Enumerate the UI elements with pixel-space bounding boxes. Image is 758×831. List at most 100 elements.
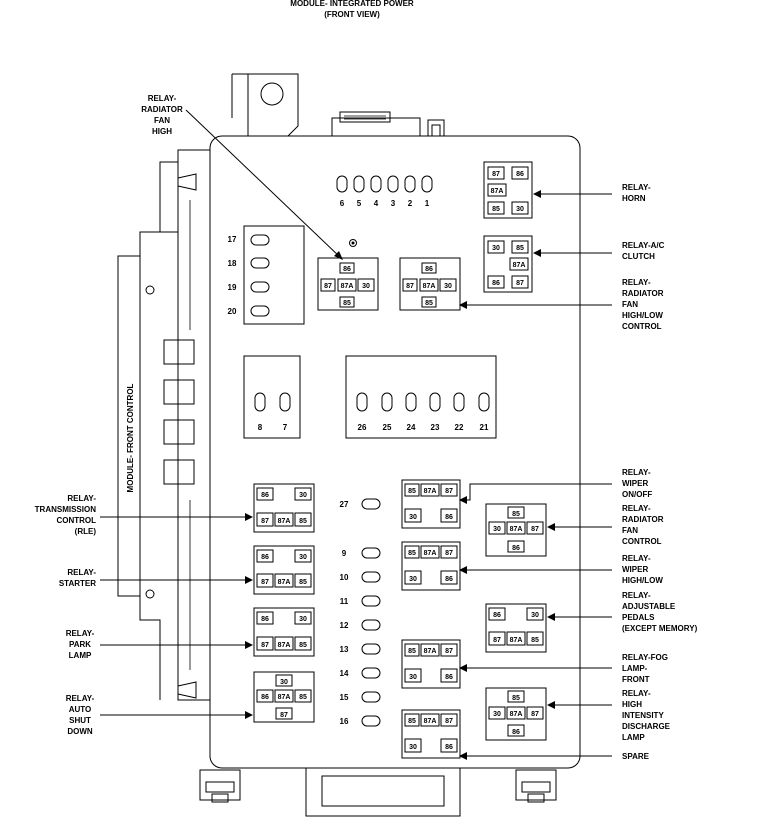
svg-text:CONTROL: CONTROL <box>622 537 662 546</box>
fuse-num-24: 24 <box>407 423 416 432</box>
pin-30: 30 <box>299 554 307 561</box>
pin-85: 85 <box>516 245 524 252</box>
pin-86: 86 <box>516 171 524 178</box>
arrow-hid-lamp <box>547 701 555 709</box>
pin-85: 85 <box>531 637 539 644</box>
relay-radiator-fan-control-box <box>485 503 547 557</box>
svg-text:HIGH: HIGH <box>152 127 172 136</box>
relay-wiper-high-low-box <box>401 541 461 591</box>
pin-86: 86 <box>261 554 269 561</box>
leader-radiator-fan-high <box>185 109 342 259</box>
arrow-transmission <box>245 513 253 521</box>
fuse-num-8: 8 <box>258 423 263 432</box>
fuse-num-5: 5 <box>357 199 362 208</box>
arrow-adjustable-pedals <box>547 613 555 621</box>
svg-text:SHUT: SHUT <box>69 716 91 725</box>
arrow-spare <box>459 752 467 760</box>
svg-text:HORN: HORN <box>622 194 646 203</box>
fuse-num-7: 7 <box>283 423 288 432</box>
fuse-num-23: 23 <box>431 423 440 432</box>
pin-87: 87 <box>445 718 453 725</box>
top-fuse-row <box>336 175 433 193</box>
front-control-module-side <box>117 149 210 701</box>
fuse-num-6: 6 <box>340 199 345 208</box>
label-relay-wiper-on-off: RELAY- WIPER ON/OFF <box>622 468 652 499</box>
label-relay-radiator-fan-high: RELAY- RADIATOR FAN HIGH <box>141 94 183 136</box>
relay-fog-lamp-box <box>401 639 461 689</box>
pin-87a: 87A <box>510 711 523 718</box>
arrow-radiator-fan-control <box>547 523 555 531</box>
svg-text:PEDALS: PEDALS <box>622 613 655 622</box>
fuse-num-25: 25 <box>383 423 392 432</box>
pin-87a: 87A <box>278 642 291 649</box>
label-relay-wiper-high-low: RELAY- WIPER HIGH/LOW <box>622 554 663 585</box>
pin-87a: 87A <box>510 637 523 644</box>
pin-85: 85 <box>408 648 416 655</box>
pin-86: 86 <box>512 545 520 552</box>
svg-text:RADIATOR: RADIATOR <box>622 515 664 524</box>
diagram-title-line2: (FRONT VIEW) <box>324 10 380 19</box>
svg-text:LAMP-: LAMP- <box>622 664 648 673</box>
mid-small-fuse-block <box>243 355 301 439</box>
svg-text:FAN: FAN <box>622 300 638 309</box>
svg-text:(EXCEPT MEMORY): (EXCEPT MEMORY) <box>622 624 698 633</box>
pin-87a: 87A <box>278 518 291 525</box>
fuse-num-2: 2 <box>408 199 413 208</box>
arrow-starter <box>245 576 253 584</box>
pin-85: 85 <box>343 300 351 307</box>
svg-text:SPARE: SPARE <box>622 752 650 761</box>
fuse-num-19: 19 <box>228 283 237 292</box>
pin-87: 87 <box>445 488 453 495</box>
pin-85: 85 <box>408 550 416 557</box>
svg-text:DISCHARGE: DISCHARGE <box>622 722 671 731</box>
label-relay-fog-lamp-front: RELAY-FOG LAMP- FRONT <box>622 653 668 684</box>
pin-30: 30 <box>299 616 307 623</box>
svg-text:ADJUSTABLE: ADJUSTABLE <box>622 602 676 611</box>
pin-87: 87 <box>261 518 269 525</box>
pin-87: 87 <box>324 283 332 290</box>
pin-87a: 87A <box>510 526 523 533</box>
pin-85: 85 <box>299 579 307 586</box>
fuse-num-26: 26 <box>358 423 367 432</box>
top-mount-tab <box>231 73 299 137</box>
pin-85: 85 <box>512 511 520 518</box>
pin-86: 86 <box>445 674 453 681</box>
pin-87: 87 <box>493 637 501 644</box>
relay-transmission-box <box>253 483 315 533</box>
pin-85: 85 <box>512 695 520 702</box>
svg-text:RELAY-: RELAY- <box>66 694 95 703</box>
pin-87: 87 <box>261 642 269 649</box>
pin-30: 30 <box>493 711 501 718</box>
mid-fuses <box>356 392 490 412</box>
pin-30: 30 <box>516 206 524 213</box>
label-relay-adjustable-pedals: RELAY- ADJUSTABLE PEDALS (EXCEPT MEMORY) <box>622 591 698 633</box>
arrow-radiator-fan-high-low <box>459 301 467 309</box>
label-relay-ac-clutch: RELAY-A/C CLUTCH <box>622 241 665 261</box>
pin-30: 30 <box>531 612 539 619</box>
pin-30: 30 <box>409 576 417 583</box>
fuse-num-4: 4 <box>374 199 379 208</box>
svg-text:ON/OFF: ON/OFF <box>622 490 652 499</box>
arrow-radiator-fan-high <box>334 251 343 260</box>
relay-radiator-fan-high-low-box <box>399 257 461 311</box>
svg-text:AUTO: AUTO <box>69 705 92 714</box>
fuse-8 <box>254 392 266 412</box>
fuse-num-20: 20 <box>228 307 237 316</box>
fuse-num-17: 17 <box>228 235 237 244</box>
arrow-auto-shut-down <box>245 711 253 719</box>
label-relay-auto-shut-down: RELAY- AUTO SHUT DOWN <box>66 694 95 736</box>
label-relay-starter: RELAY- STARTER <box>59 568 97 588</box>
pin-30: 30 <box>409 514 417 521</box>
arrow-wiper-high-low <box>459 566 467 574</box>
svg-text:LAMP: LAMP <box>622 733 645 742</box>
svg-text:RELAY-: RELAY- <box>622 278 651 287</box>
label-relay-park-lamp: RELAY- PARK LAMP <box>66 629 95 660</box>
pin-86: 86 <box>493 612 501 619</box>
pin-85: 85 <box>299 518 307 525</box>
pin-87a: 87A <box>341 283 354 290</box>
fuse-num-1: 1 <box>425 199 430 208</box>
pin-87: 87 <box>445 550 453 557</box>
arrow-park-lamp <box>245 641 253 649</box>
svg-text:STARTER: STARTER <box>59 579 96 588</box>
